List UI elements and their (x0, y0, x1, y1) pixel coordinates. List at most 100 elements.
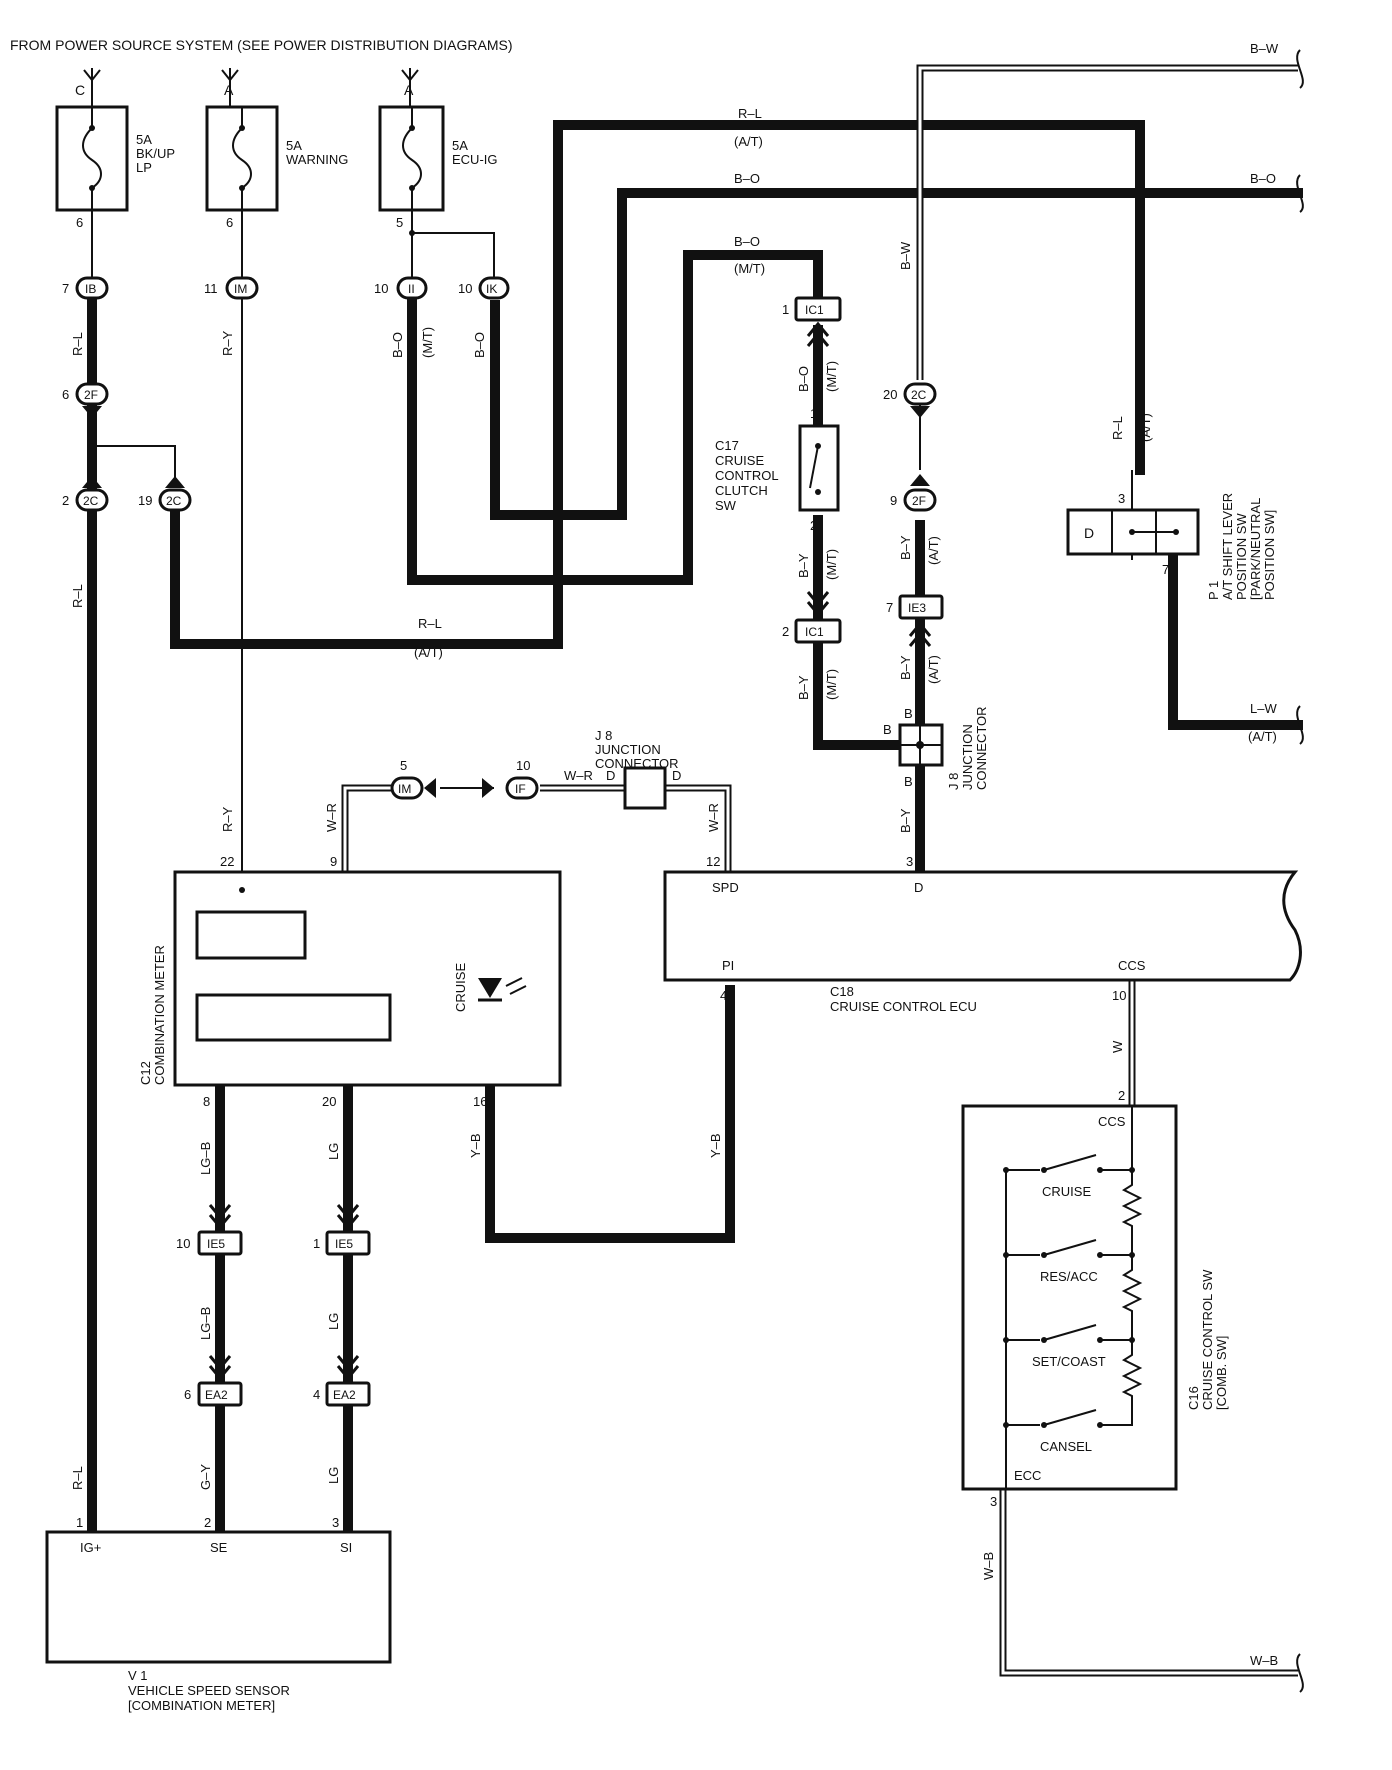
fuse-warning: A 5A WARNING 6 (205, 82, 348, 230)
svg-text:2: 2 (810, 518, 817, 533)
svg-text:R–L: R–L (70, 332, 85, 356)
svg-text:CANSEL: CANSEL (1040, 1439, 1092, 1454)
svg-text:IM: IM (234, 282, 247, 296)
svg-text:B–O: B–O (734, 234, 760, 249)
connector-ii: II 10 (374, 276, 428, 300)
svg-text:9: 9 (890, 493, 897, 508)
svg-text:R–L: R–L (1110, 416, 1125, 440)
fuse-ecu-pin: 5 (396, 215, 403, 230)
svg-text:CRUISE CONTROL SW: CRUISE CONTROL SW (1200, 1269, 1215, 1410)
svg-text:10: 10 (458, 281, 472, 296)
svg-text:7: 7 (1162, 562, 1169, 577)
svg-text:4: 4 (720, 988, 727, 1003)
svg-text:10: 10 (176, 1236, 190, 1251)
svg-text:G–Y: G–Y (198, 1464, 213, 1490)
svg-text:[COMB. SW]: [COMB. SW] (1214, 1336, 1229, 1410)
svg-text:22: 22 (220, 854, 234, 869)
c16-cruise-switch: 2 CCS CRUISE RES/ACC SET/COAST (961, 1088, 1178, 1509)
svg-text:B–Y: B–Y (898, 535, 913, 560)
cruise-switch: CRUISE (1006, 1154, 1132, 1199)
svg-text:2: 2 (782, 624, 789, 639)
svg-text:B–Y: B–Y (898, 808, 913, 833)
connector-ik: IK 10 (458, 276, 510, 300)
svg-text:R–L: R–L (738, 106, 762, 121)
svg-text:R–Y: R–Y (220, 806, 235, 832)
svg-text:IE5: IE5 (335, 1237, 353, 1251)
svg-text:2: 2 (62, 493, 69, 508)
svg-text:POSITION SW]: POSITION SW] (1262, 510, 1277, 600)
c18-cruise-ecu: 12 3 SPD D PI CCS 4 10 C18 CRUISE CONTRO… (663, 854, 1302, 1014)
svg-text:3: 3 (332, 1515, 339, 1530)
svg-text:12: 12 (706, 854, 720, 869)
svg-text:W–B: W–B (1250, 1653, 1278, 1668)
svg-text:IB: IB (85, 282, 96, 296)
svg-text:1: 1 (313, 1236, 320, 1251)
svg-text:IC1: IC1 (805, 625, 824, 639)
svg-text:CRUISE: CRUISE (715, 453, 764, 468)
fuse-ecu-name: ECU-IG (452, 152, 498, 167)
wire-labels-vertical: R–L R–Y B–O (M/T) B–O R–L B–O (M/T) B–Y … (70, 241, 1153, 1580)
c12-label: C12 COMBINATION METER (138, 945, 167, 1085)
svg-text:(A/T): (A/T) (1248, 729, 1277, 744)
svg-text:(M/T): (M/T) (420, 327, 435, 358)
svg-text:19: 19 (138, 493, 152, 508)
svg-text:3: 3 (906, 854, 913, 869)
svg-text:COMBINATION METER: COMBINATION METER (152, 945, 167, 1085)
svg-text:B–O: B–O (1250, 171, 1276, 186)
connector-ic1-bottom: IC1 2 (782, 591, 842, 644)
svg-text:2: 2 (1118, 1088, 1125, 1103)
svg-text:(A/T): (A/T) (414, 645, 443, 660)
svg-text:B–Y: B–Y (796, 553, 811, 578)
connector-if: 10 IF (505, 758, 539, 800)
svg-text:W: W (1110, 1040, 1125, 1053)
svg-text:B: B (904, 774, 913, 789)
svg-text:EA2: EA2 (333, 1388, 356, 1402)
fuse-warning-source: A (224, 82, 234, 98)
svg-text:B–O: B–O (472, 332, 487, 358)
svg-text:EA2: EA2 (205, 1388, 228, 1402)
svg-text:1: 1 (810, 406, 817, 421)
svg-text:6: 6 (184, 1387, 191, 1402)
c12-cruise-label: CRUISE (453, 963, 468, 1012)
svg-text:10: 10 (516, 758, 530, 773)
svg-text:C16: C16 (1186, 1386, 1201, 1410)
svg-text:LG–B: LG–B (198, 1307, 213, 1340)
svg-text:LG: LG (326, 1143, 341, 1160)
svg-text:5: 5 (400, 758, 407, 773)
svg-text:CRUISE CONTROL ECU: CRUISE CONTROL ECU (830, 999, 977, 1014)
svg-text:D: D (914, 880, 923, 895)
svg-text:POSITION SW: POSITION SW (1234, 513, 1249, 600)
fuse-warning-pin: 6 (226, 215, 233, 230)
svg-text:IE3: IE3 (908, 601, 926, 615)
fuse-ecu-ig: A 5A ECU-IG 5 (378, 82, 498, 236)
svg-text:RES/ACC: RES/ACC (1040, 1269, 1098, 1284)
p1-label: P 1 A/T SHIFT LEVER POSITION SW [PARK/NE… (1206, 493, 1277, 600)
svg-text:4: 4 (313, 1387, 320, 1402)
svg-text:B–Y: B–Y (898, 655, 913, 680)
svg-text:[COMBINATION METER]: [COMBINATION METER] (128, 1698, 275, 1713)
connector-ie5-right: IE5 1 (313, 1204, 371, 1256)
svg-text:20: 20 (883, 387, 897, 402)
c17-clutch-switch: 1 2 C17 CRUISE CONTROL CLUTCH SW (715, 406, 840, 533)
connector-ib: IB 7 (62, 276, 109, 300)
svg-text:Y–B: Y–B (708, 1133, 723, 1158)
svg-text:IE5: IE5 (207, 1237, 225, 1251)
svg-text:10: 10 (1112, 988, 1126, 1003)
j8-junction-right: B B B (883, 706, 944, 789)
svg-text:CCS: CCS (1118, 958, 1146, 973)
svg-text:SE: SE (210, 1540, 228, 1555)
svg-text:SW: SW (715, 498, 737, 513)
fuse-ecu-source: A (404, 82, 414, 98)
connector-2f-left: 2F 6 (62, 382, 109, 418)
thick-wires (87, 120, 1303, 1535)
svg-text:D: D (606, 768, 615, 783)
svg-text:2C: 2C (166, 494, 182, 508)
svg-text:IG+: IG+ (80, 1540, 101, 1555)
svg-text:A/T SHIFT LEVER: A/T SHIFT LEVER (1220, 493, 1235, 600)
svg-text:R–L: R–L (70, 1466, 85, 1490)
svg-text:ECC: ECC (1014, 1468, 1041, 1483)
svg-text:IF: IF (515, 782, 526, 796)
svg-text:LG–B: LG–B (198, 1142, 213, 1175)
svg-text:CRUISE: CRUISE (453, 963, 468, 1012)
svg-text:2: 2 (204, 1515, 211, 1530)
